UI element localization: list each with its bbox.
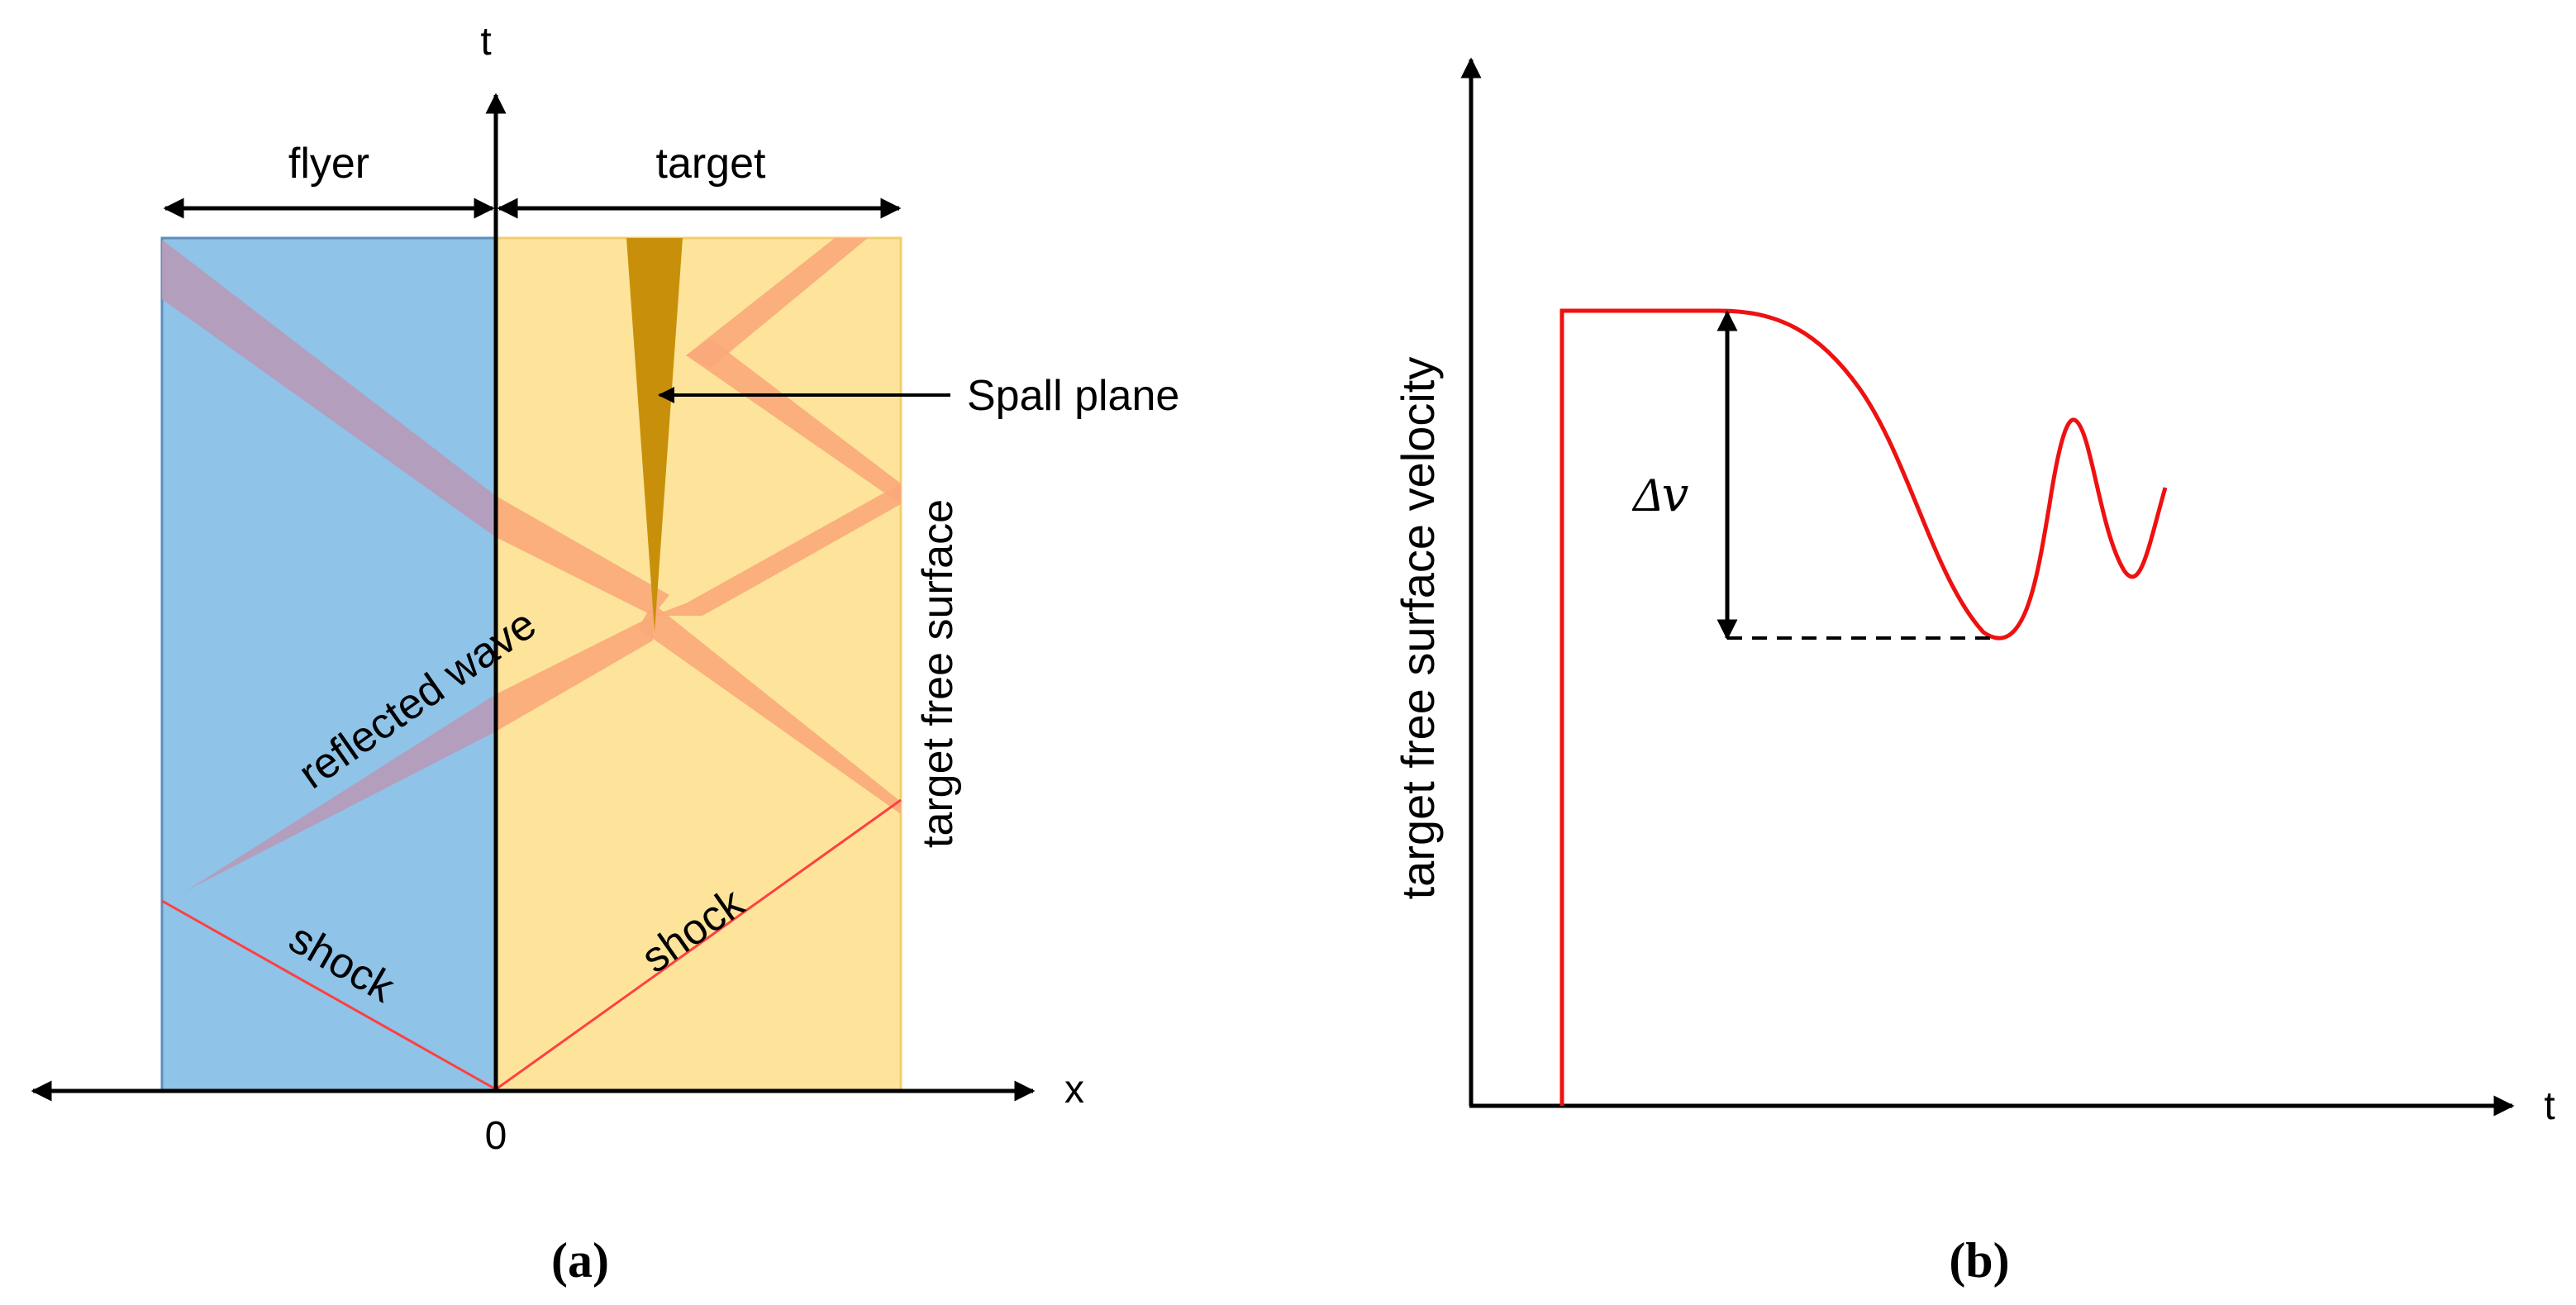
axis-t-label-a: t [480,20,491,64]
release-wave-target-lower [496,496,669,616]
panel-b: Δ𝑣 target free surface velocity t (b) [1392,57,2555,1288]
reflected-wave-target [496,616,653,731]
caption-b: (b) [1949,1233,2009,1288]
velocity-curve [1559,308,2168,1106]
panel-a: t x 0 flyer target Spall plane target fr… [31,20,1179,1288]
x-axis-label-b: t [2544,1084,2555,1128]
origin-label: 0 [485,1114,507,1158]
delta-v-label: Δ𝑣 [1632,468,1689,522]
y-axis-label-b: target free surface velocity [1392,357,1444,900]
wave-to-top [686,238,868,368]
spall-plane-label: Spall plane [967,372,1179,420]
target-label: target [656,140,767,188]
caption-a: (a) [551,1233,609,1288]
shock-line-flyer [161,899,497,1091]
shock-line-target [495,798,902,1091]
release-wave-in-flyer [162,240,496,537]
free-surface-label: target free surface [914,499,962,848]
free-surface-reflection-top [686,339,901,504]
reflected-wave-flyer [186,694,496,891]
spall-plane-wedge [626,238,683,632]
spall-tensile-zone [638,603,901,814]
axis-x-label-a: x [1064,1068,1084,1112]
flyer-label: flyer [288,140,369,188]
